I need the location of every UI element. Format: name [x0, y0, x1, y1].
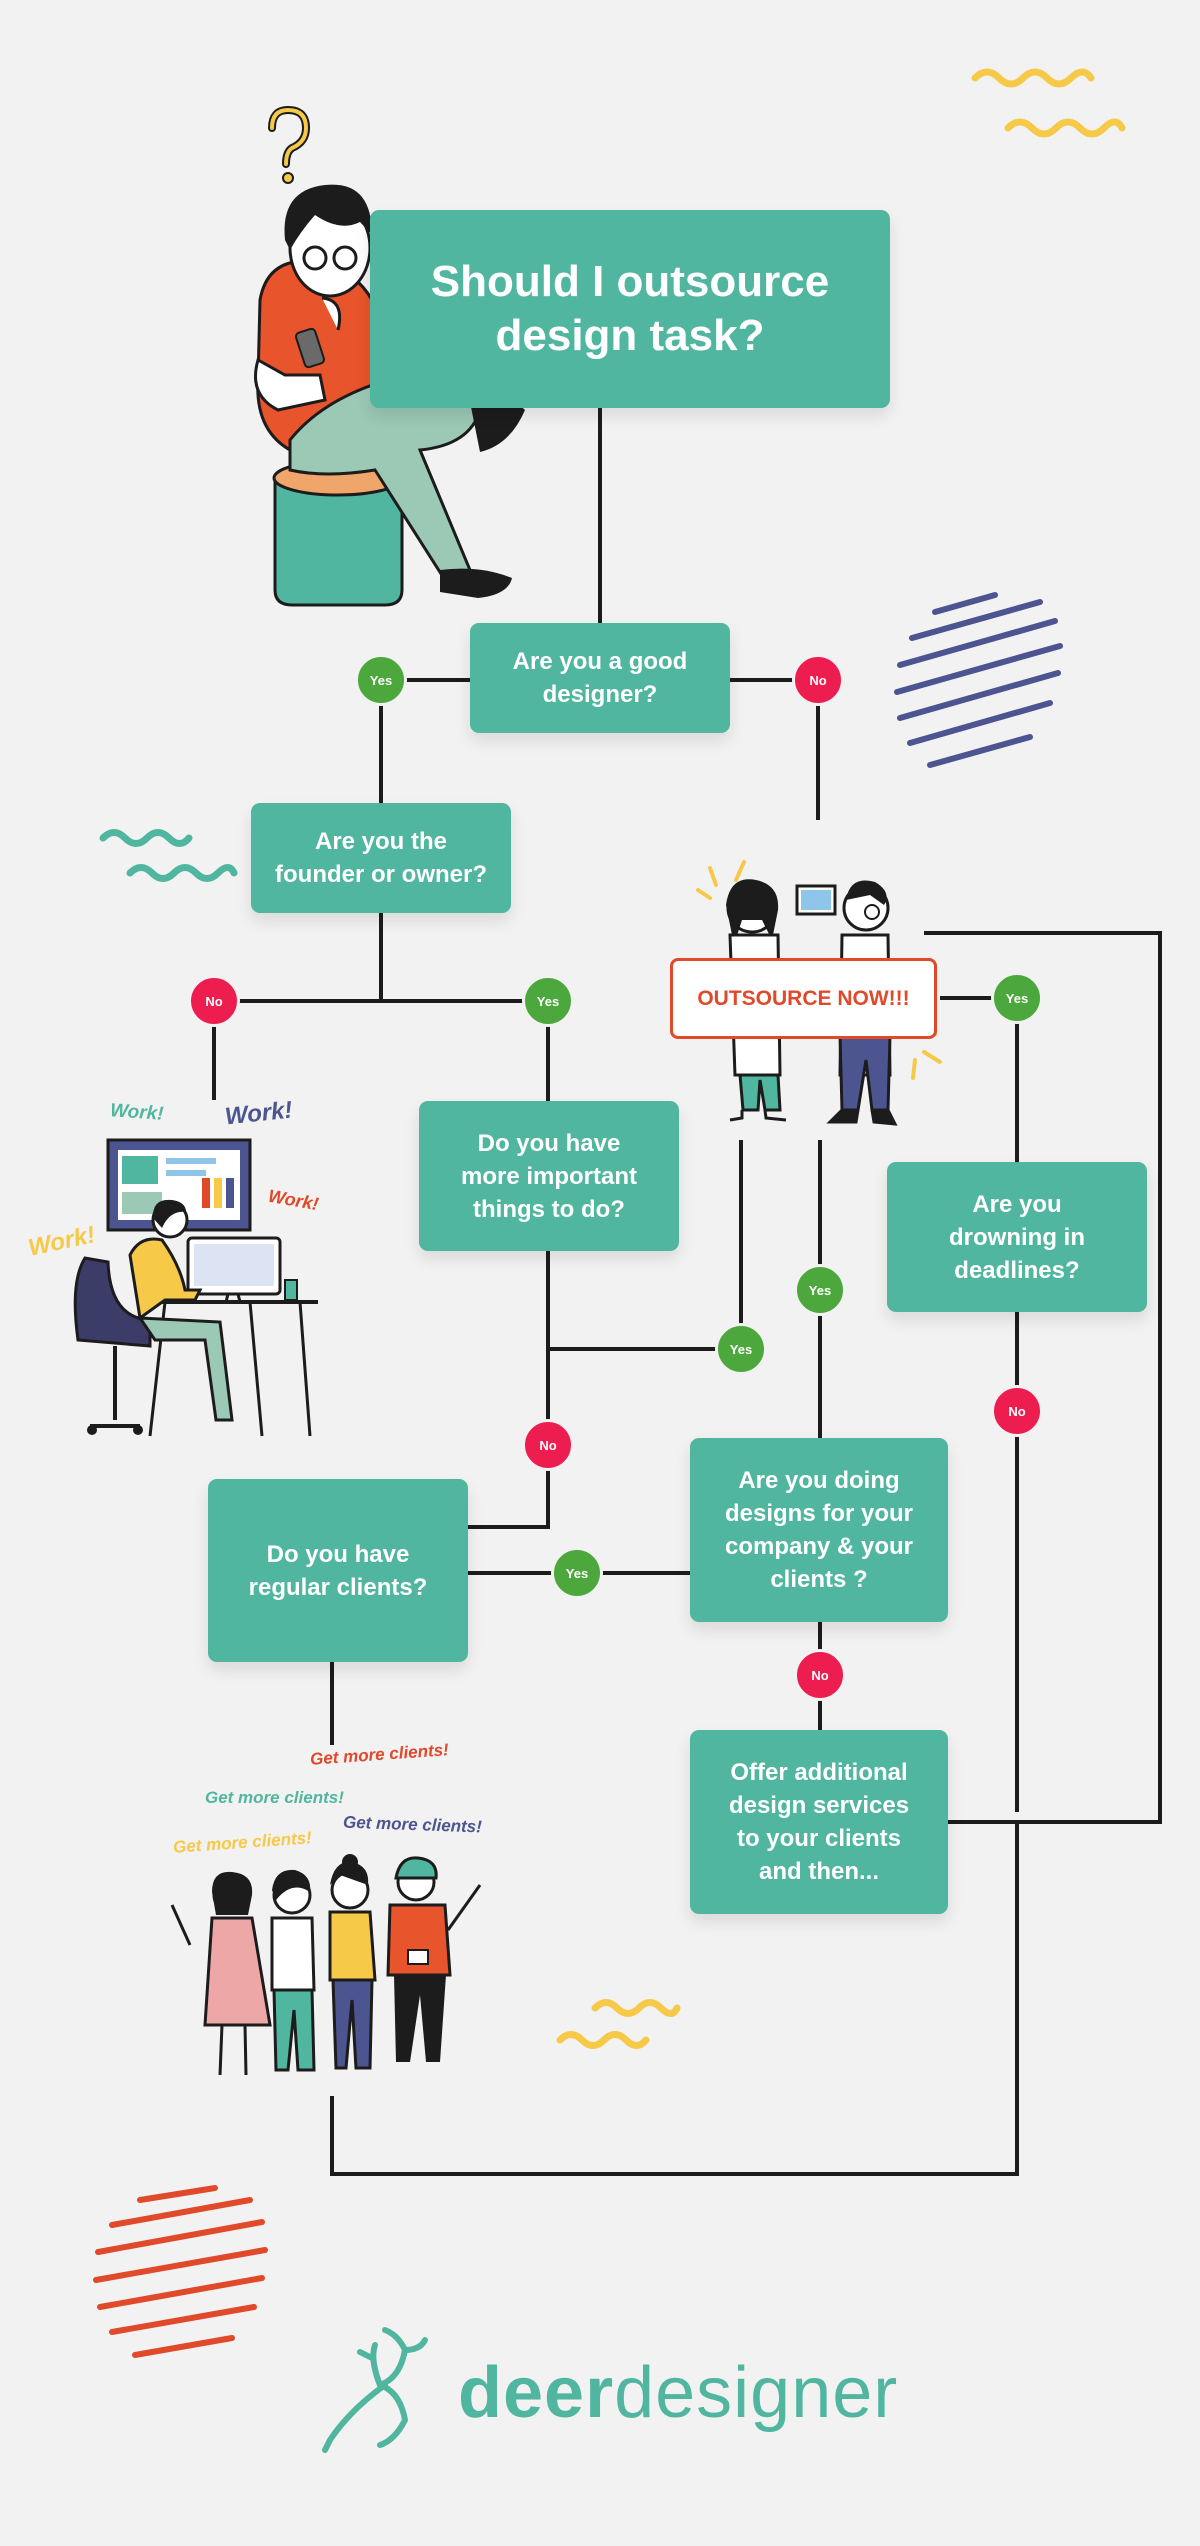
group-of-people-illustration — [170, 1854, 482, 2076]
no-badge-drowning: No — [991, 1385, 1043, 1437]
node-more-important-things: Do you have more important things to do? — [419, 1101, 679, 1251]
yes-badge-founder: Yes — [522, 975, 574, 1027]
work-label: Work! — [109, 1100, 165, 1125]
designer-at-desk-illustration — [73, 1138, 318, 1437]
flowchart-title: Should I outsource design task? — [370, 210, 890, 408]
get-more-clients-label: Get more clients! — [205, 1788, 344, 1807]
no-badge-important-things: No — [522, 1419, 574, 1471]
yes-badge-drowning: Yes — [991, 972, 1043, 1024]
node-offer-services: Offer additional design services to your… — [690, 1730, 948, 1914]
no-badge-founder: No — [188, 975, 240, 1027]
no-badge-good-designer: No — [792, 654, 844, 706]
no-badge-company-clients: No — [794, 1649, 846, 1701]
node-good-designer: Are you a good designer? — [470, 623, 730, 733]
yes-badge-regular-clients: Yes — [551, 1547, 603, 1599]
brand-part-deer: deer — [458, 2353, 615, 2433]
squiggle-decoration — [99, 68, 1126, 2049]
node-company-and-clients: Are you doing designs for your company &… — [690, 1438, 948, 1622]
yes-badge-good-designer: Yes — [355, 654, 407, 706]
striped-circle-decoration — [894, 592, 1063, 768]
node-founder-owner: Are you the founder or owner? — [251, 803, 511, 913]
brand-part-designer: designer — [614, 2353, 899, 2433]
brand-wordmark: deerdesigner — [458, 2352, 898, 2434]
yes-badge-company-clients: Yes — [794, 1264, 846, 1316]
deer-logo-icon — [322, 2327, 428, 2453]
striped-circle-decoration — [93, 2185, 268, 2358]
node-drowning-deadlines: Are you drowning in deadlines? — [887, 1162, 1147, 1312]
outcome-outsource-now: OUTSOURCE NOW!!! — [670, 958, 937, 1039]
question-mark-icon — [268, 105, 311, 184]
yes-badge-important-things: Yes — [715, 1323, 767, 1375]
node-regular-clients: Do you have regular clients? — [208, 1479, 468, 1662]
